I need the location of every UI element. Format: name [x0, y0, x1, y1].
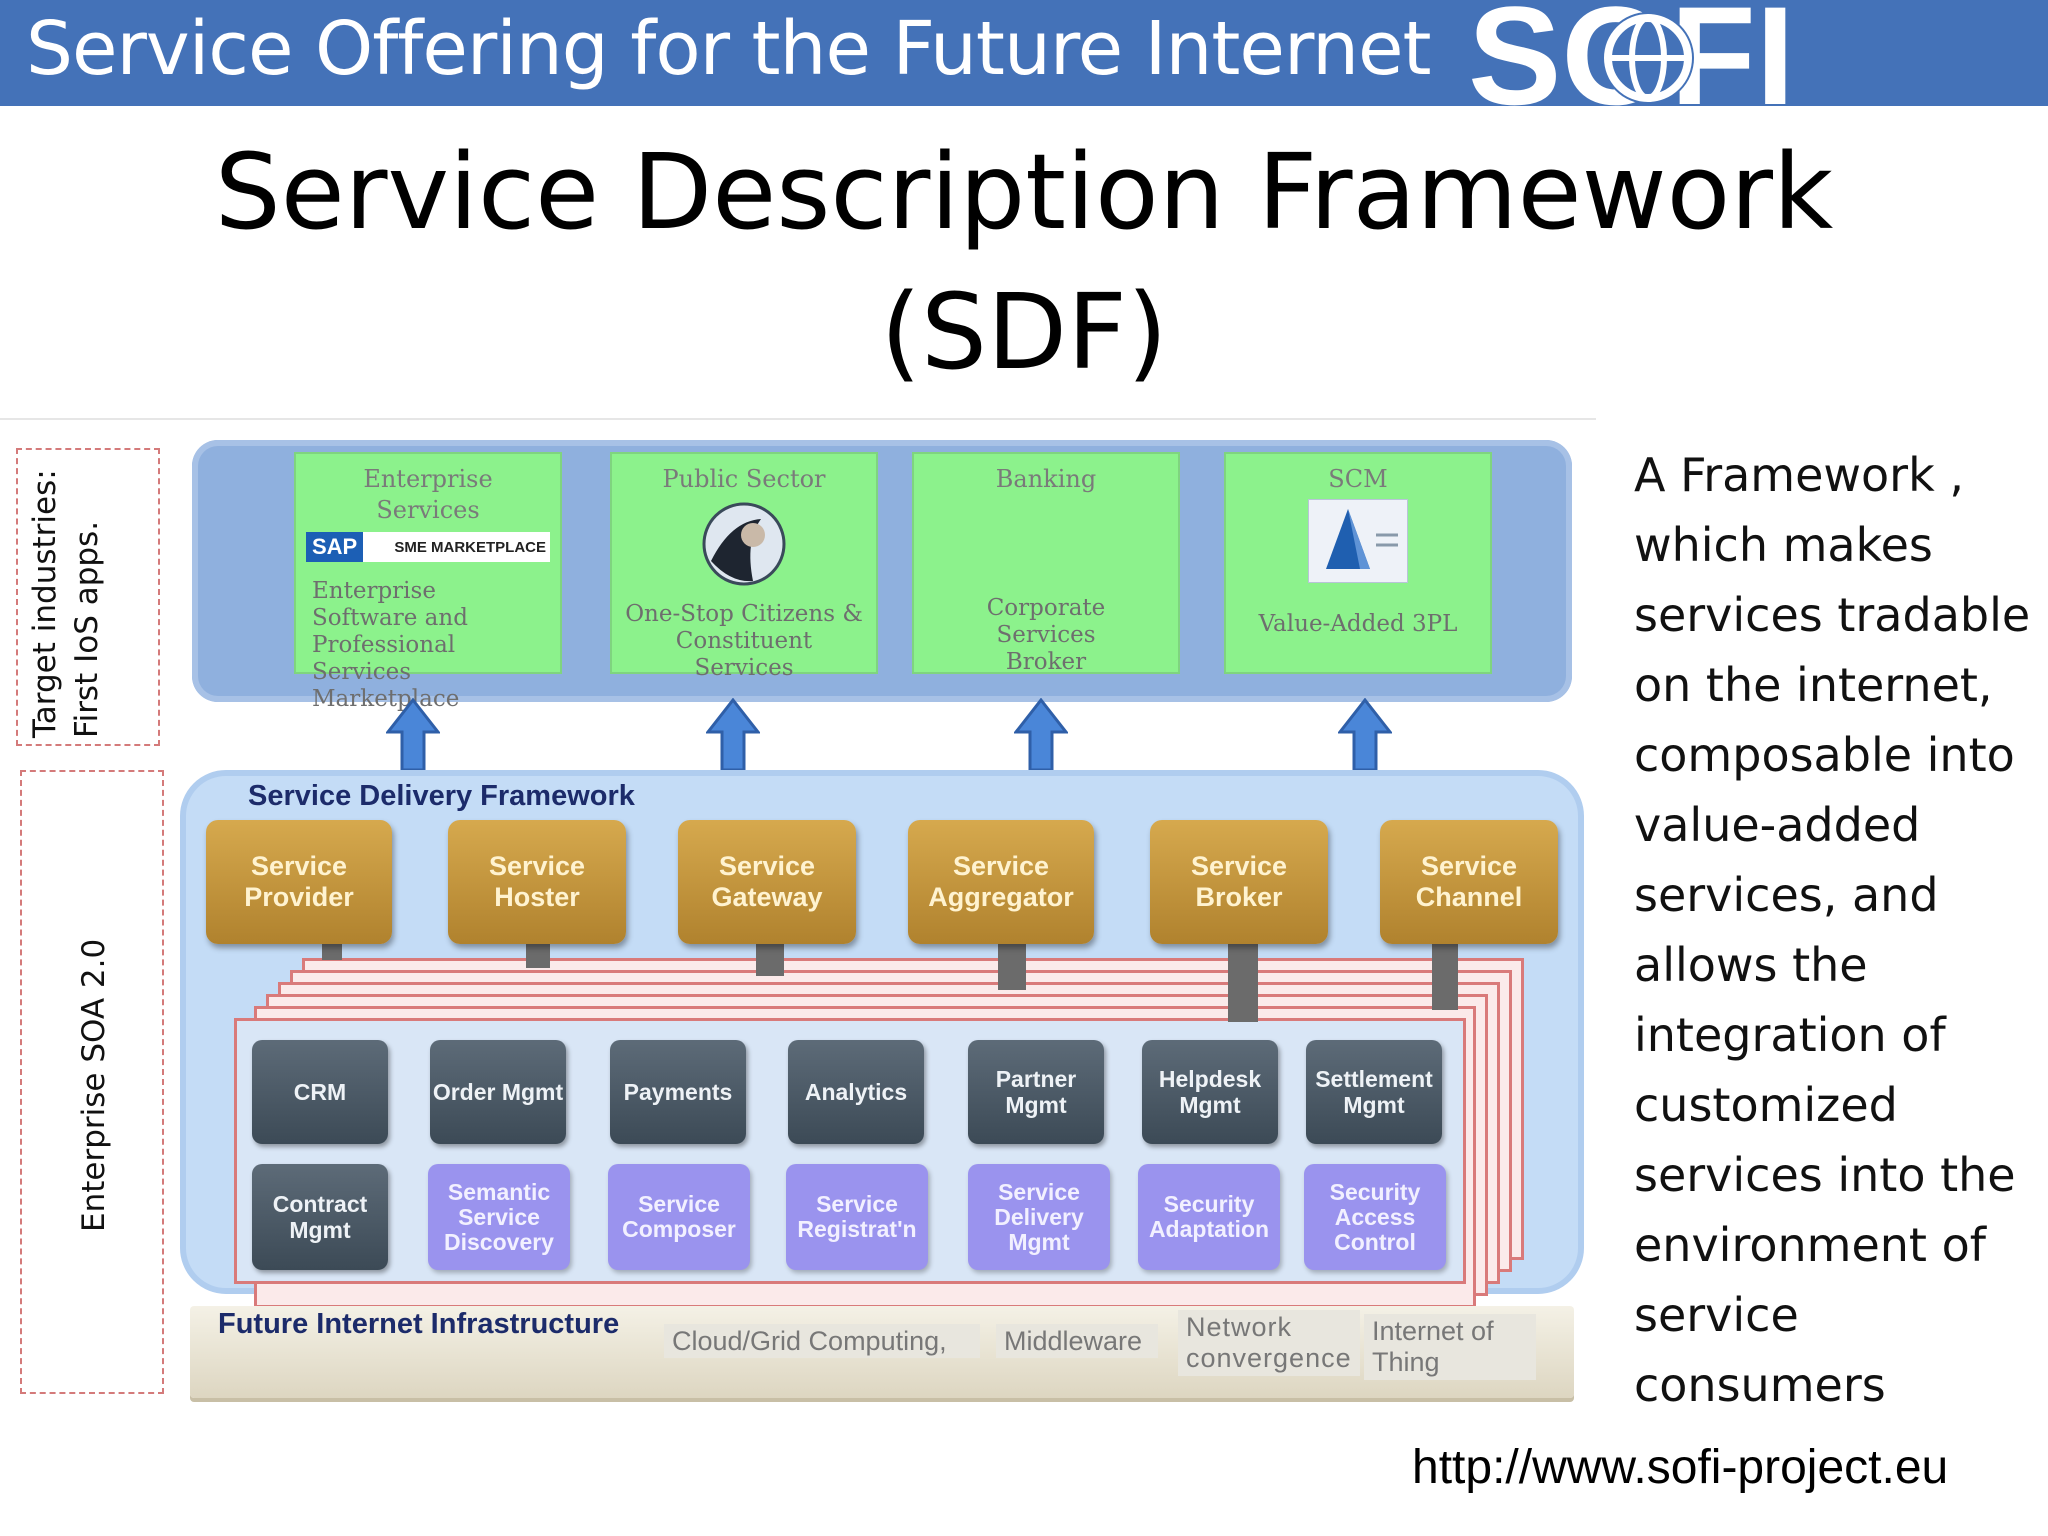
- role-service-channel: Service Channel: [1380, 820, 1558, 944]
- up-arrow-icon: [1014, 698, 1068, 772]
- infra-internet-of-thing: Internet of Thing: [1364, 1314, 1536, 1380]
- module-service-registration: Service Registrat'n: [786, 1164, 928, 1270]
- enterprise-soa-box: [20, 770, 164, 1394]
- infra-cloud-grid: Cloud/Grid Computing,: [664, 1324, 980, 1358]
- industry-desc: One-Stop Citizens & Constituent Services: [625, 601, 863, 681]
- module-analytics: Analytics: [788, 1040, 924, 1144]
- module-security-adaptation: Security Adaptation: [1138, 1164, 1280, 1270]
- industry-desc: Value-Added 3PL: [1258, 611, 1458, 637]
- project-url: http://www.sofi-project.eu: [1412, 1441, 1949, 1494]
- module-contract-mgmt: Contract Mgmt: [252, 1164, 388, 1270]
- industry-title: SCM: [1328, 465, 1388, 493]
- sdf-title: Service Delivery Framework: [248, 780, 635, 812]
- framework-description: A Framework , which makes services trada…: [1634, 448, 2031, 1412]
- module-service-delivery-mgmt: Service Delivery Mgmt: [968, 1164, 1110, 1270]
- connector: [998, 940, 1026, 990]
- up-arrow-icon: [386, 698, 440, 772]
- infra-middleware: Middleware: [996, 1324, 1158, 1358]
- slide-title: Service Description Framework (SDF): [0, 122, 2048, 402]
- industry-banking: Banking Corporate Services Broker: [912, 452, 1180, 675]
- sme-marketplace-label: SME MARKETPLACE: [394, 538, 546, 556]
- industry-title: Enterprise Services: [363, 465, 493, 524]
- module-partner-mgmt: Partner Mgmt: [968, 1040, 1104, 1144]
- role-service-provider: Service Provider: [206, 820, 392, 944]
- module-service-composer: Service Composer: [608, 1164, 750, 1270]
- connector: [322, 940, 342, 960]
- divider: [0, 418, 1596, 420]
- module-settlement-mgmt: Settlement Mgmt: [1306, 1040, 1442, 1144]
- sap-sme-marketplace-badge: SAP SME MARKETPLACE: [306, 532, 550, 562]
- infra-network-convergence: Network convergence: [1178, 1310, 1360, 1376]
- up-arrow-icon: [706, 698, 760, 772]
- connector: [756, 940, 784, 976]
- industry-title: Public Sector: [662, 465, 826, 493]
- citizen-photo-icon: [702, 502, 786, 586]
- banner-title: Service Offering for the Future Internet: [26, 6, 1432, 92]
- header-banner: [0, 0, 2048, 106]
- role-service-hoster: Service Hoster: [448, 820, 626, 944]
- module-helpdesk-mgmt: Helpdesk Mgmt: [1142, 1040, 1278, 1144]
- slide-title-line1: Service Description Framework: [214, 131, 1834, 253]
- industry-desc: Enterprise Software and Professional Ser…: [312, 578, 468, 712]
- module-semantic-service-discovery: Semantic Service Discovery: [428, 1164, 570, 1270]
- target-industries-label: Target industries: First IoS apps.: [27, 469, 105, 738]
- role-service-broker: Service Broker: [1150, 820, 1328, 944]
- connector: [1432, 940, 1458, 1010]
- connector: [526, 940, 550, 968]
- sap-logo: SAP: [306, 532, 364, 562]
- connector: [1228, 940, 1258, 1022]
- target-industries-box: [16, 448, 160, 746]
- industry-public-sector: Public Sector One-Stop Citizens & Consti…: [610, 452, 878, 681]
- industry-desc: Corporate Services Broker: [986, 595, 1106, 675]
- industry-title: Banking: [995, 465, 1097, 493]
- enterprise-soa-label: Enterprise SOA 2.0: [76, 938, 112, 1232]
- infrastructure-title: Future Internet Infrastructure: [218, 1308, 620, 1340]
- globe-icon: [1602, 12, 1694, 104]
- module-security-access-control: Security Access Control: [1304, 1164, 1446, 1270]
- sofi-logo: SOFI: [1468, 0, 1795, 106]
- role-service-gateway: Service Gateway: [678, 820, 856, 944]
- module-crm: CRM: [252, 1040, 388, 1144]
- industry-enterprise-services: Enterprise Services SAP SME MARKETPLACE …: [294, 452, 562, 712]
- module-payments: Payments: [610, 1040, 746, 1144]
- up-arrow-icon: [1338, 698, 1392, 772]
- role-service-aggregator: Service Aggregator: [908, 820, 1094, 944]
- pyramid-chart-icon: [1308, 499, 1408, 583]
- industry-scm: SCM Value-Added 3PL: [1224, 452, 1492, 674]
- slide-title-line2: (SDF): [880, 271, 1168, 393]
- module-order-mgmt: Order Mgmt: [430, 1040, 566, 1144]
